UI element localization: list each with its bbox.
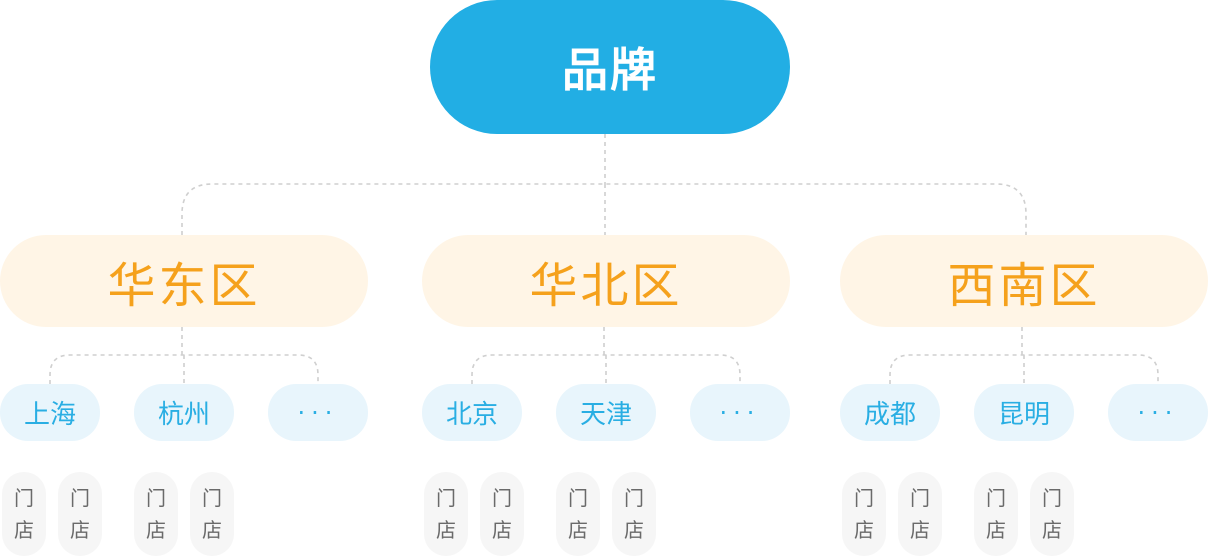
- store-label-line: 门: [624, 486, 644, 510]
- store-label-line: 门: [492, 486, 512, 510]
- store-label-line: 门: [202, 486, 222, 510]
- store-label-line: 店: [1042, 518, 1062, 542]
- region-3-connector: [889, 327, 1159, 384]
- store-node: 门 店: [974, 472, 1018, 556]
- city-node: 天津: [556, 384, 656, 441]
- city-node: 昆明: [974, 384, 1074, 441]
- city-node: 杭州: [134, 384, 234, 441]
- store-label-line: 店: [568, 518, 588, 542]
- region-2-connector: [471, 327, 741, 384]
- store-node: 门 店: [898, 472, 942, 556]
- store-label-line: 门: [986, 486, 1006, 510]
- store-label-line: 店: [146, 518, 166, 542]
- store-label-line: 门: [70, 486, 90, 510]
- store-node: 门 店: [2, 472, 46, 556]
- store-label-line: 店: [70, 518, 90, 542]
- city-node: 北京: [422, 384, 522, 441]
- store-label-line: 店: [910, 518, 930, 542]
- store-node: 门 店: [556, 472, 600, 556]
- store-label-line: 店: [14, 518, 34, 542]
- store-label-line: 店: [854, 518, 874, 542]
- store-node: 门 店: [134, 472, 178, 556]
- more-cities-node: ···: [690, 384, 790, 441]
- city-node: 成都: [840, 384, 940, 441]
- region-node-southwest: 西南区: [840, 235, 1208, 327]
- store-node: 门 店: [842, 472, 886, 556]
- city-node: 上海: [0, 384, 100, 441]
- root-connector: [181, 134, 1027, 235]
- region-node-north: 华北区: [422, 235, 790, 327]
- store-label-line: 门: [14, 486, 34, 510]
- store-label-line: 店: [624, 518, 644, 542]
- more-cities-node: ···: [268, 384, 368, 441]
- store-node: 门 店: [612, 472, 656, 556]
- store-label-line: 店: [492, 518, 512, 542]
- store-label-line: 店: [436, 518, 456, 542]
- store-label-line: 门: [1042, 486, 1062, 510]
- more-cities-node: ···: [1108, 384, 1208, 441]
- store-label-line: 门: [854, 486, 874, 510]
- store-label-line: 店: [202, 518, 222, 542]
- store-label-line: 门: [436, 486, 456, 510]
- store-label-line: 店: [986, 518, 1006, 542]
- store-node: 门 店: [190, 472, 234, 556]
- store-label-line: 门: [568, 486, 588, 510]
- store-node: 门 店: [480, 472, 524, 556]
- store-label-line: 门: [910, 486, 930, 510]
- brand-root-node: 品牌: [430, 0, 790, 134]
- store-node: 门 店: [424, 472, 468, 556]
- store-label-line: 门: [146, 486, 166, 510]
- store-node: 门 店: [1030, 472, 1074, 556]
- region-1-connector: [49, 327, 319, 384]
- store-node: 门 店: [58, 472, 102, 556]
- region-node-east: 华东区: [0, 235, 368, 327]
